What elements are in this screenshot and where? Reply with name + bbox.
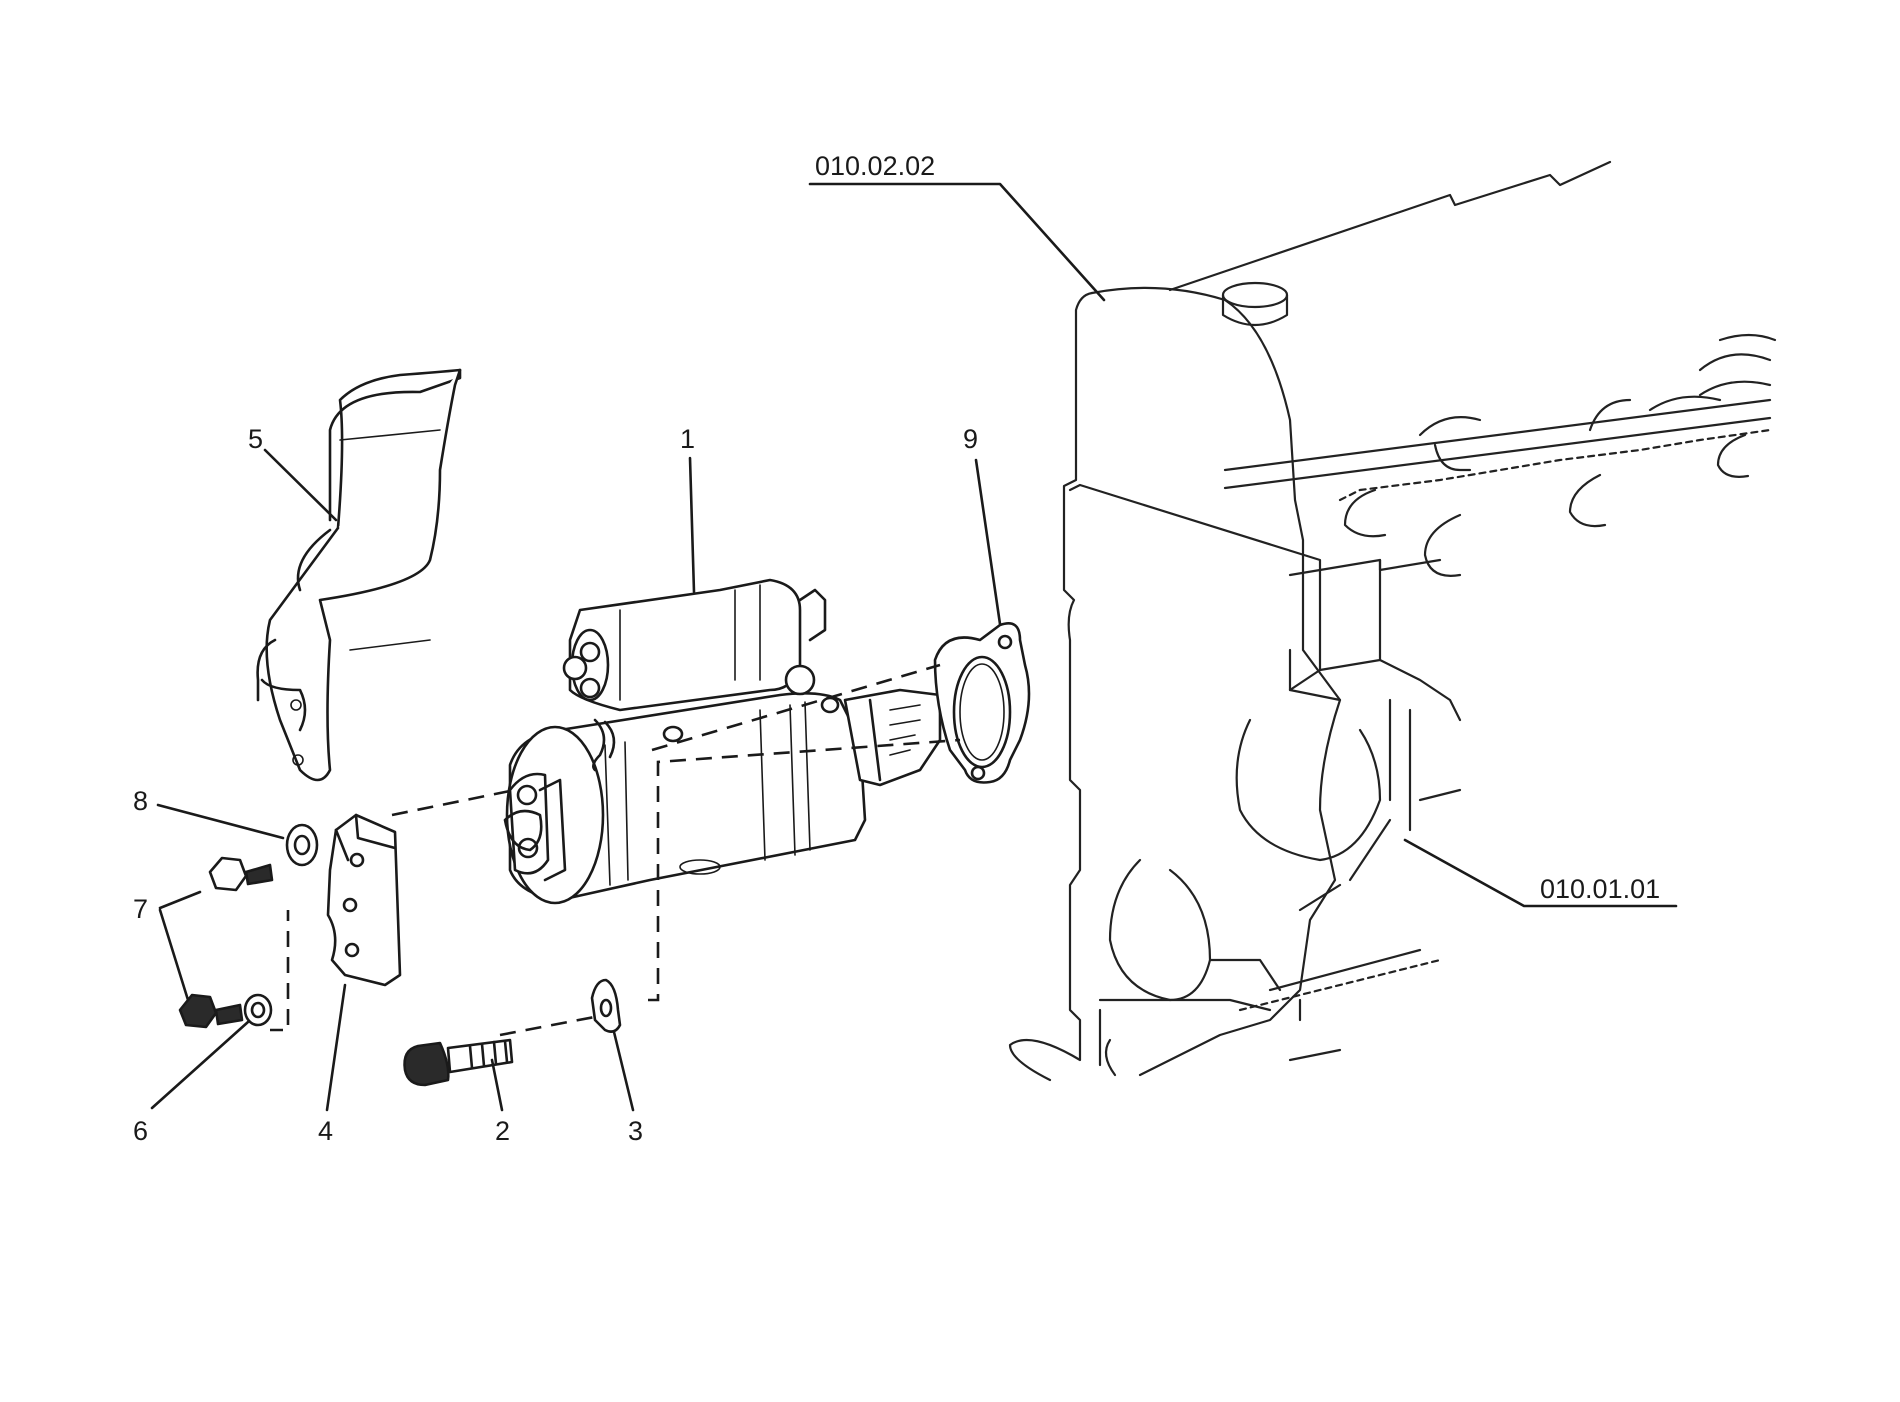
callout-label-6: 6: [133, 1116, 148, 1146]
part-3-lock-tab: [590, 978, 622, 1033]
assembly-lines: [270, 663, 961, 1037]
callout-label-2: 2: [495, 1116, 510, 1146]
callout-1: 1: [680, 424, 696, 594]
part-1-starter-motor: [503, 578, 942, 905]
engine-block: [1008, 160, 1777, 1082]
callout-label-1: 1: [680, 424, 695, 454]
reference-label-lower: 010.01.01: [1540, 874, 1660, 904]
reference-callout-lower: 010.01.01: [1403, 838, 1678, 908]
part-2-cap-screw: [403, 1038, 514, 1087]
reference-label-upper: 010.02.02: [815, 151, 935, 181]
callout-label-3: 3: [628, 1116, 643, 1146]
callout-4: 4: [318, 983, 347, 1146]
part-7-hex-bolt-upper: [208, 856, 274, 892]
callout-label-5: 5: [248, 424, 263, 454]
callout-label-4: 4: [318, 1116, 333, 1146]
reference-callout-upper: 010.02.02: [808, 151, 1106, 302]
part-7-hex-bolt-lower: [178, 993, 244, 1029]
part-4-mounting-bracket: [326, 813, 402, 987]
callout-label-7: 7: [133, 894, 148, 924]
callout-label-8: 8: [133, 786, 148, 816]
callout-7: 7: [133, 890, 202, 1002]
part-5-starter-shield: [256, 368, 462, 782]
callout-6: 6: [133, 1020, 250, 1146]
callout-2: 2: [490, 1058, 510, 1146]
callout-9: 9: [963, 424, 1002, 626]
part-6-lock-washer: [243, 993, 273, 1027]
callout-3: 3: [612, 1030, 643, 1146]
callout-5: 5: [248, 424, 338, 522]
callout-8: 8: [133, 786, 285, 840]
part-8-washer: [285, 823, 319, 867]
part-9-flange-gasket: [933, 622, 1031, 784]
callout-label-9: 9: [963, 424, 978, 454]
